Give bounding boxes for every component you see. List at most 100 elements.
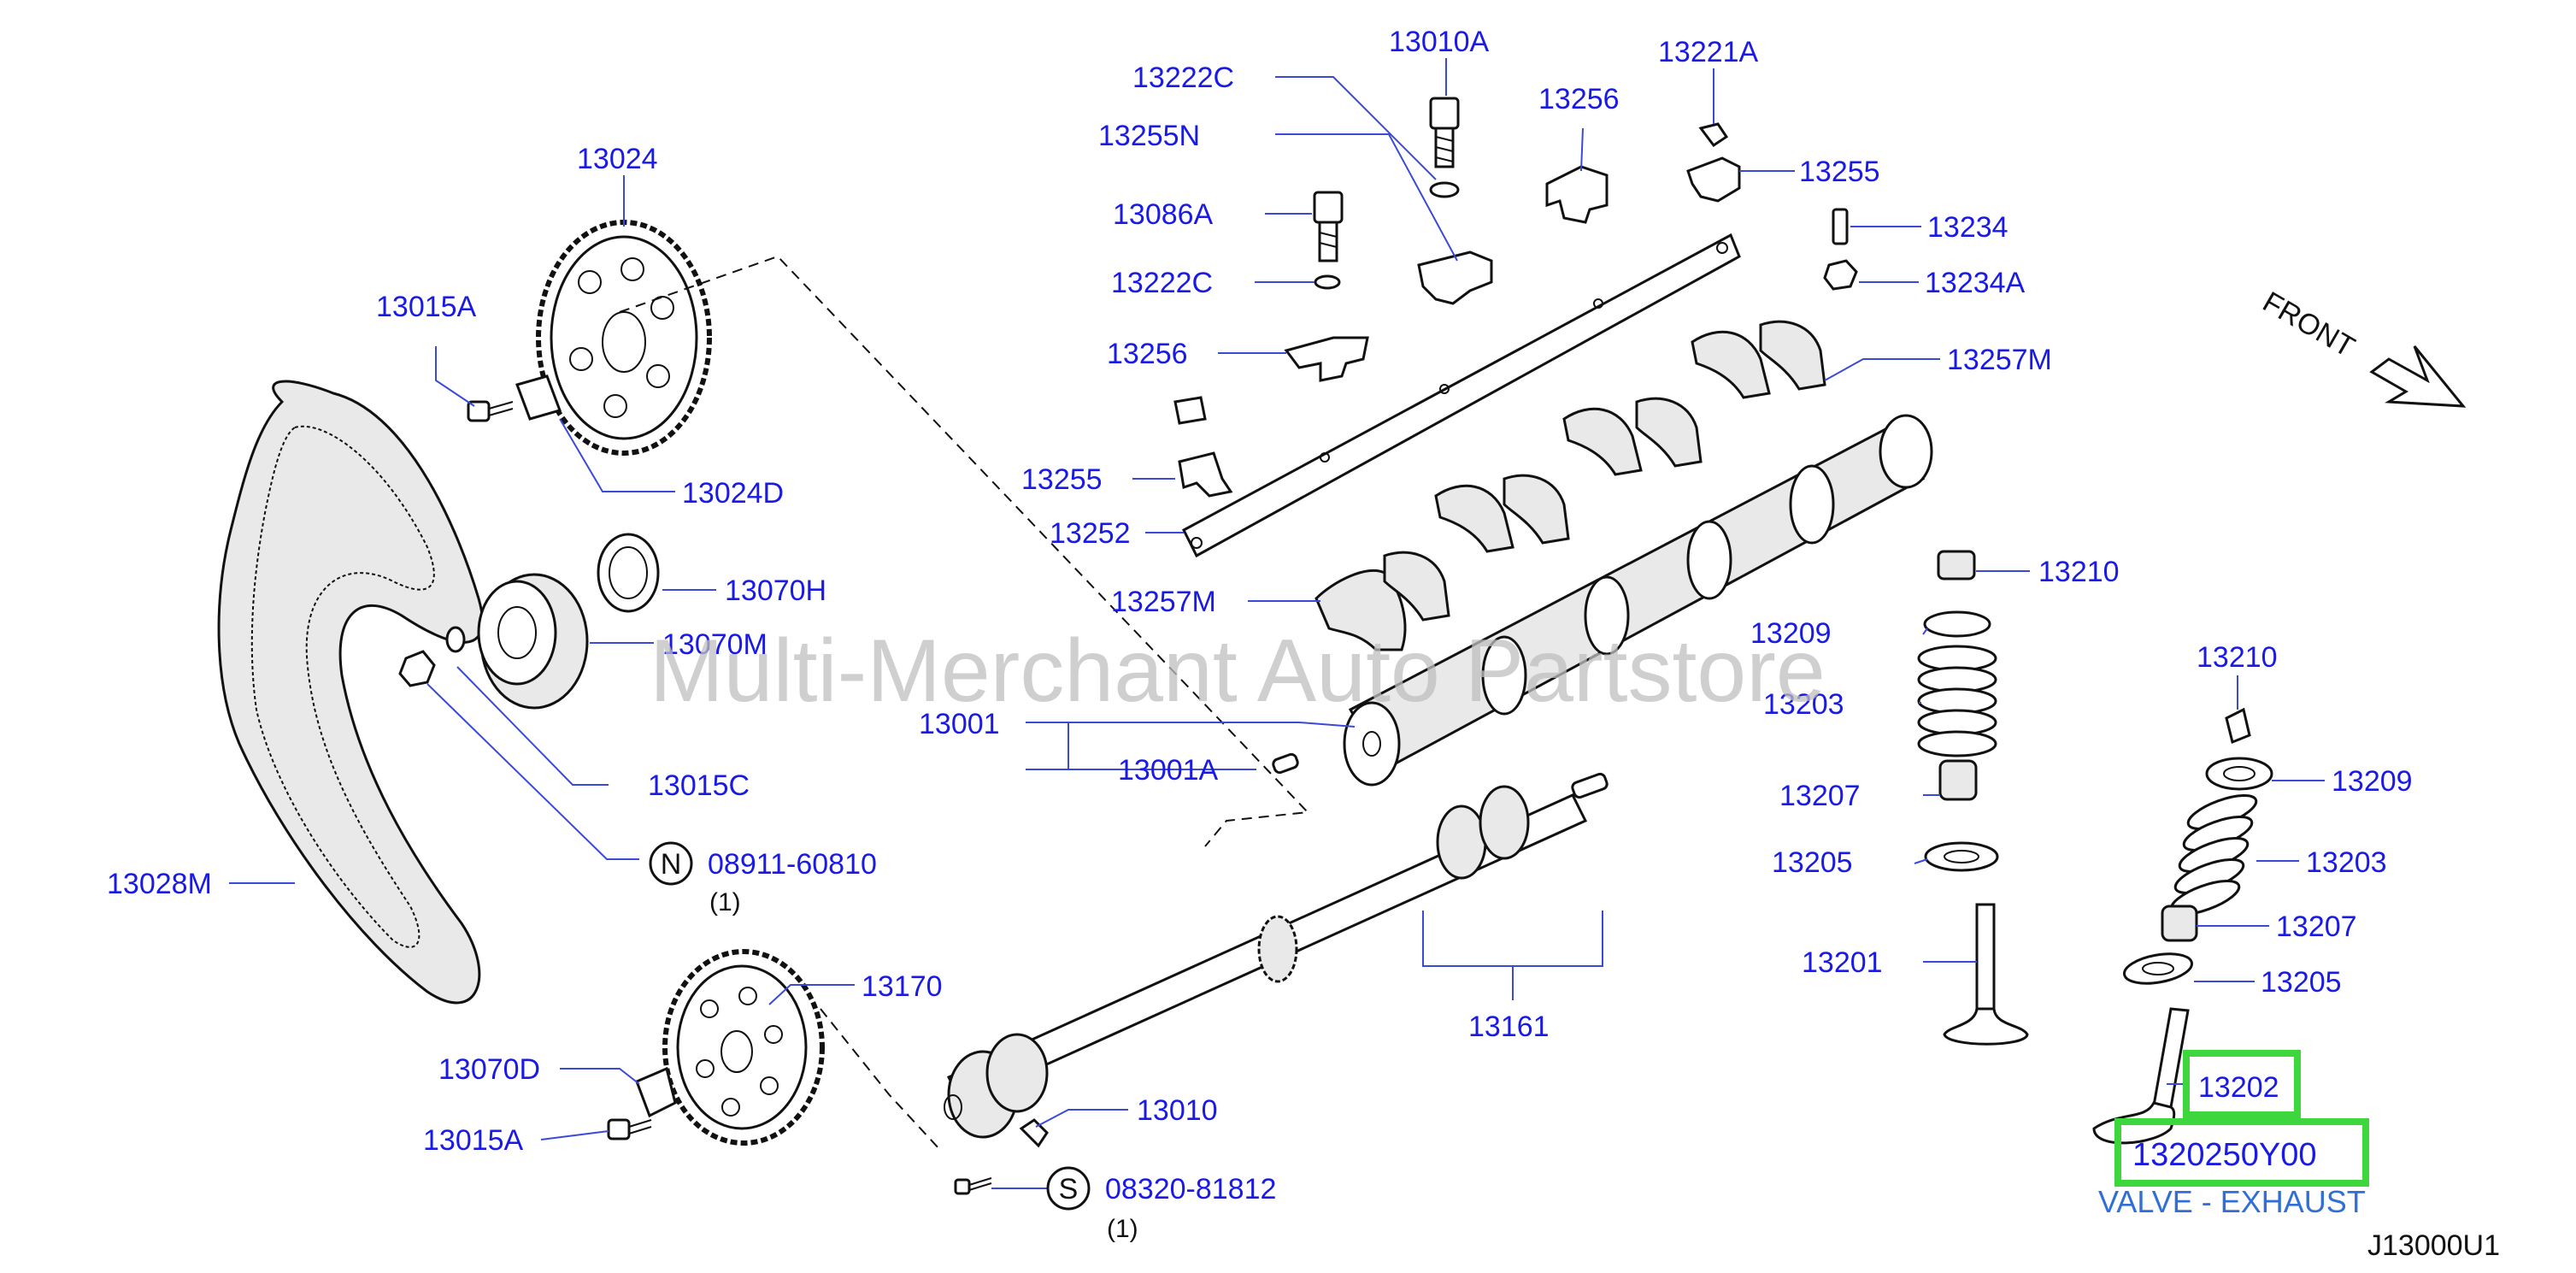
rocker-arm-13257m-7 [1691,330,1771,399]
label-13203-left: 13203 [1763,688,1844,721]
label-13257m-right: 13257M [1947,344,2052,376]
highlight-box-oem [2114,1118,2369,1187]
label-13015a-top: 13015A [376,291,477,323]
label-13209-right: 13209 [2332,765,2413,798]
shaft-13161 [944,772,1609,1139]
label-13024d: 13024D [682,477,784,510]
rocker-arm-13257m-8 [1759,320,1826,391]
label-13015c: 13015C [648,769,750,802]
washer-13222c-mid [1314,274,1341,290]
bolt-13086a [1313,191,1344,262]
front-direction: FRONT [2257,286,2467,408]
bracket-13255-right [1686,156,1741,203]
label-13201: 13201 [1802,946,1883,979]
label-13070d: 13070D [438,1053,540,1086]
spring-13203-right [2169,794,2258,916]
bracket-13070d [635,1066,677,1118]
timing-belt-13028m [217,380,484,1005]
clip-13255-left [1173,396,1207,425]
bolt-13015a-bottom [607,1118,652,1140]
label-13001a: 13001A [1118,754,1219,787]
bracket-13255-left [1178,451,1233,498]
spring-seat-13209-left [1923,610,1991,638]
label-13255-right: 13255 [1799,156,1880,188]
label-13256-top: 13256 [1538,83,1620,115]
valve-assembly-left [1917,550,2029,1046]
label-13252: 13252 [1050,517,1131,550]
retainer-13210-left [1937,550,1976,581]
std-symbol-s-circle [1046,1166,1091,1211]
highlighted-part[interactable]: 13202 1320250Y00 VALVE - EXHAUST [2098,1050,2369,1219]
screw-08320-81812 [954,1177,992,1195]
label-13234a: 13234A [1925,267,2026,299]
label-13086a: 13086A [1113,198,1214,231]
label-13207-left: 13207 [1779,780,1861,812]
alignment-line-lower [820,1008,941,1151]
seal-13207-left [1938,759,1978,801]
retainer-13210-right [2225,707,2251,745]
label-13205-left: 13205 [1772,846,1853,879]
label-13256-mid: 13256 [1107,338,1188,370]
diagram-code: J13000U1 [2367,1229,2500,1262]
nut-13234a [1823,259,1858,291]
alignment-line-upper [619,255,1310,847]
part-labels: 13010A 13221A 13222C 13256 13255N 13255 … [107,26,2413,1157]
label-13221a: 13221A [1658,36,1759,68]
std-qty-s: (1) [1107,1215,1138,1243]
std-symbol-n-circle [649,841,693,886]
highlight-description: VALVE - EXHAUST [2098,1184,2366,1219]
label-13010a: 13010A [1389,26,1490,58]
label-13222c-mid: 13222C [1111,267,1213,299]
label-13161: 13161 [1468,1011,1550,1043]
label-13024: 13024 [577,143,658,175]
camshaft-13001 [1343,414,1933,787]
clip-13221a [1698,122,1729,148]
std-number-n: 08911-60810 [708,848,877,881]
rocker-shaft-13252 [1182,233,1741,558]
label-13001: 13001 [919,708,1000,740]
rocker-arm-13257m-4 [1503,474,1570,545]
std-number-s: 08320-81812 [1105,1173,1276,1205]
valve-assembly-right [2092,707,2273,1145]
bolt-13010 [1019,1118,1049,1148]
label-13028m: 13028M [107,868,212,900]
seat-13205-left [1924,841,1999,872]
label-13255n: 13255N [1098,120,1200,152]
std-part-s: S 08320-81812 (1) [1046,1166,1276,1243]
label-13207-right: 13207 [2276,911,2357,943]
label-13209-left: 13209 [1750,617,1832,650]
bracket-13256-top [1545,165,1609,224]
watermark: Multi-Merchant Auto Partstore [650,622,1826,721]
label-13015a-bottom: 13015A [423,1124,524,1157]
seat-13205-right [2123,952,2193,985]
front-arrow-icon [2369,345,2467,408]
label-13257m-left: 13257M [1111,586,1216,618]
crank-sprocket-13170 [662,949,825,1146]
label-13210-top: 13210 [2038,556,2120,588]
cam-sprocket-13024 [536,220,712,456]
bolt-13015a-top [467,374,562,422]
rocker-arm-13257m-3 [1434,484,1514,553]
highlight-oem-number: 1320250Y00 [2132,1137,2317,1173]
label-13070m: 13070M [662,628,768,661]
nut-and-washer-13015c [398,626,466,687]
highlight-part-number: 13202 [2198,1071,2279,1104]
valve-13201 [1943,903,2029,1046]
front-label: FRONT [2257,286,2360,363]
leader-lines [229,58,2325,1189]
bracket-13255n [1417,250,1493,305]
label-13070h: 13070H [725,575,826,607]
label-13222c-top: 13222C [1132,62,1234,94]
label-13010: 13010 [1137,1094,1218,1127]
adjust-screw-13234 [1832,208,1849,245]
spring-seat-13209-right [2205,757,2273,791]
label-13234: 13234 [1927,211,2008,244]
std-part-n: N 08911-60810 (1) [649,841,877,916]
idler-pulley-13070m [477,573,589,710]
rocker-arm-13257m-5 [1562,407,1643,476]
bracket-13256-mid [1284,336,1369,382]
label-13205-right: 13205 [2261,966,2342,999]
highlight-box-13202 [2183,1050,2301,1118]
